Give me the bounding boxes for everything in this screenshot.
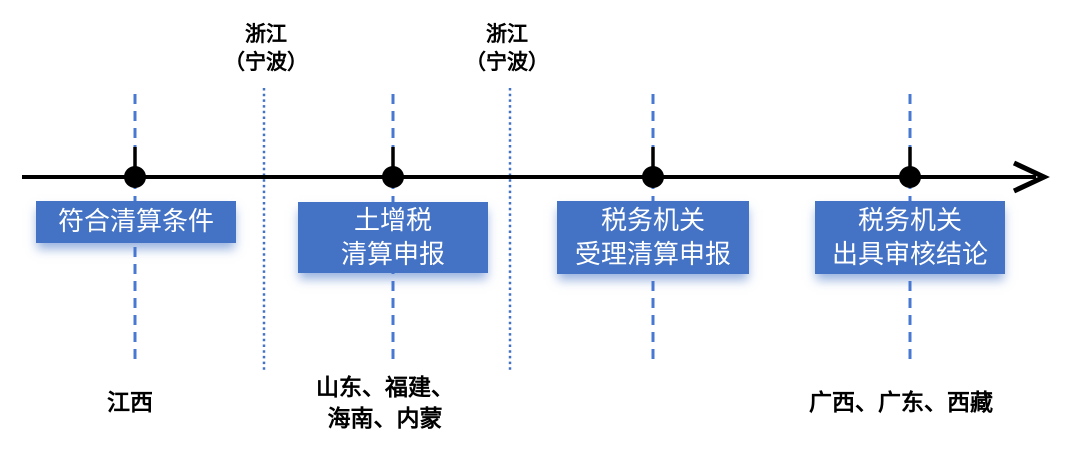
bottom-label-guangxi-group: 广西、广东、西藏	[781, 387, 1021, 418]
stage-box-2-line-2: 清算申报	[340, 239, 445, 270]
node-dot-1	[124, 166, 146, 188]
stage-box-4-line-2: 出具审核结论	[831, 239, 988, 270]
top-marker-1: 浙江 （宁波）	[186, 20, 346, 76]
arrowhead-icon	[1012, 160, 1050, 194]
stage-box-1: 符合清算条件	[36, 201, 236, 243]
node-dot-2	[382, 166, 404, 188]
node-dot-3	[642, 166, 664, 188]
bottom-label-shandong-group-line-1: 山东、福建、	[316, 374, 454, 401]
stage-box-3: 税务机关 受理清算申报	[557, 201, 749, 274]
top-marker-2-line-2: （宁波）	[465, 49, 549, 74]
stage-box-2-line-1: 土增税	[353, 205, 432, 236]
top-marker-2-line-1: 浙江	[486, 21, 528, 46]
stage-box-1-line-1: 符合清算条件	[57, 207, 214, 237]
node-dot-4	[899, 166, 921, 188]
stage-box-4: 税务机关 出具审核结论	[815, 201, 1005, 274]
stage-box-3-line-1: 税务机关	[600, 205, 705, 236]
bottom-label-jiangxi-line-1: 江西	[107, 389, 153, 416]
top-marker-1-line-1: 浙江	[245, 21, 287, 46]
bottom-label-guangxi-group-line-1: 广西、广东、西藏	[809, 389, 993, 416]
stage-box-4-line-1: 税务机关	[857, 205, 962, 236]
stage-box-2: 土增税 清算申报	[298, 202, 488, 273]
bottom-label-shandong-group-line-2: 海南、内蒙	[327, 405, 443, 432]
top-marker-1-line-2: （宁波）	[224, 49, 308, 74]
stage-box-3-line-2: 受理清算申报	[574, 239, 731, 270]
top-marker-2: 浙江 （宁波）	[427, 20, 587, 76]
bottom-label-shandong-group: 山东、福建、 海南、内蒙	[275, 372, 495, 434]
bottom-label-jiangxi: 江西	[50, 387, 210, 418]
